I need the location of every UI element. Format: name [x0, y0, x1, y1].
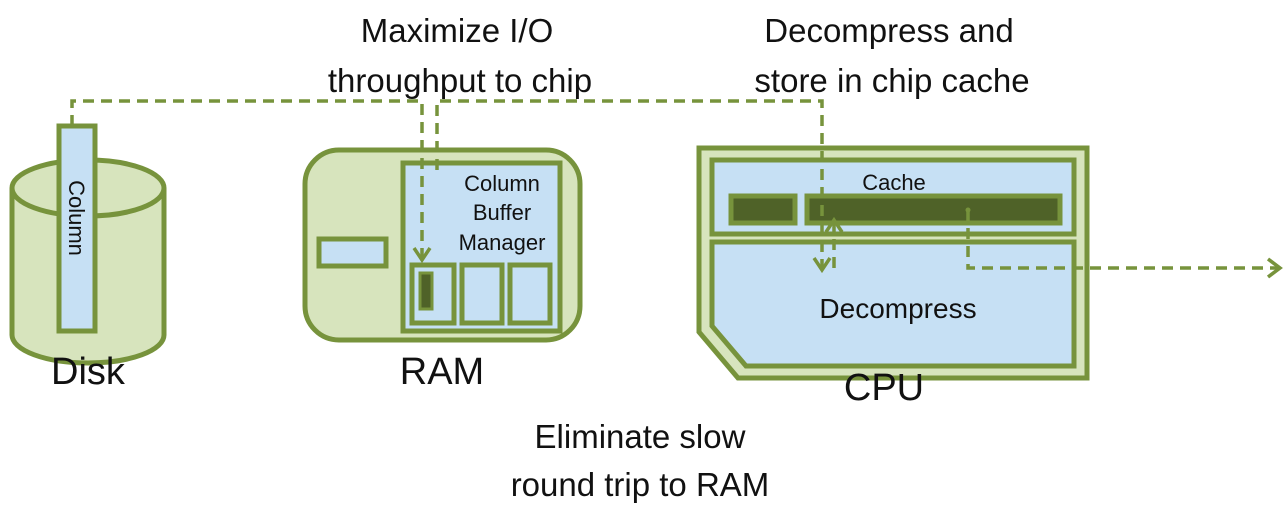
arrow-heads [412, 216, 1283, 279]
eliminate-caption-line2: round trip to RAM [511, 466, 770, 503]
cache-slot-small [728, 193, 798, 226]
disk: Column Disk [9, 123, 167, 393]
ram: Column Buffer Manager RAM [302, 147, 583, 393]
buffer-slot-2 [459, 262, 505, 326]
cache-to-output-line [966, 210, 1280, 270]
cache-down-arrow-head [812, 257, 832, 274]
ram-slot [316, 236, 389, 269]
buffer-label-line2: Buffer [473, 200, 531, 225]
cache-output-node [965, 207, 971, 213]
cache-up-arrow-head [824, 216, 844, 233]
cache-label: Cache [862, 170, 926, 195]
eliminate-caption-line1: Eliminate slow [535, 418, 746, 455]
buffer-arrow-head [412, 247, 432, 264]
buffer-label-line1: Column [464, 171, 540, 196]
decompress-label: Decompress [819, 293, 976, 324]
maximize-caption-line1: Maximize I/O [361, 12, 554, 49]
column-label: Column [64, 180, 89, 256]
buffer-to-cache-line [435, 99, 824, 268]
flow-arrows [70, 99, 1280, 270]
buffer-slot-1-data [418, 271, 434, 311]
cache-slot-wide [804, 193, 1063, 226]
output-arrow-head [1266, 257, 1283, 279]
column-block [56, 123, 98, 334]
disk-to-buffer-line [70, 99, 424, 258]
decompress-block [709, 239, 1077, 369]
ram-label: RAM [400, 351, 484, 393]
maximize-caption-line2: throughput to chip [328, 62, 592, 99]
cpu-label: CPU [844, 367, 924, 409]
buffer-slot-3 [507, 262, 553, 326]
decompress-store-caption-line1: Decompress and [764, 12, 1013, 49]
captions: Maximize I/O throughput to chip Decompre… [328, 12, 1030, 503]
cpu: Cache Decompress CPU [696, 145, 1090, 409]
buffer-label-line3: Manager [459, 230, 546, 255]
decompress-store-caption-line2: store in chip cache [754, 62, 1029, 99]
disk-label: Disk [51, 351, 126, 393]
